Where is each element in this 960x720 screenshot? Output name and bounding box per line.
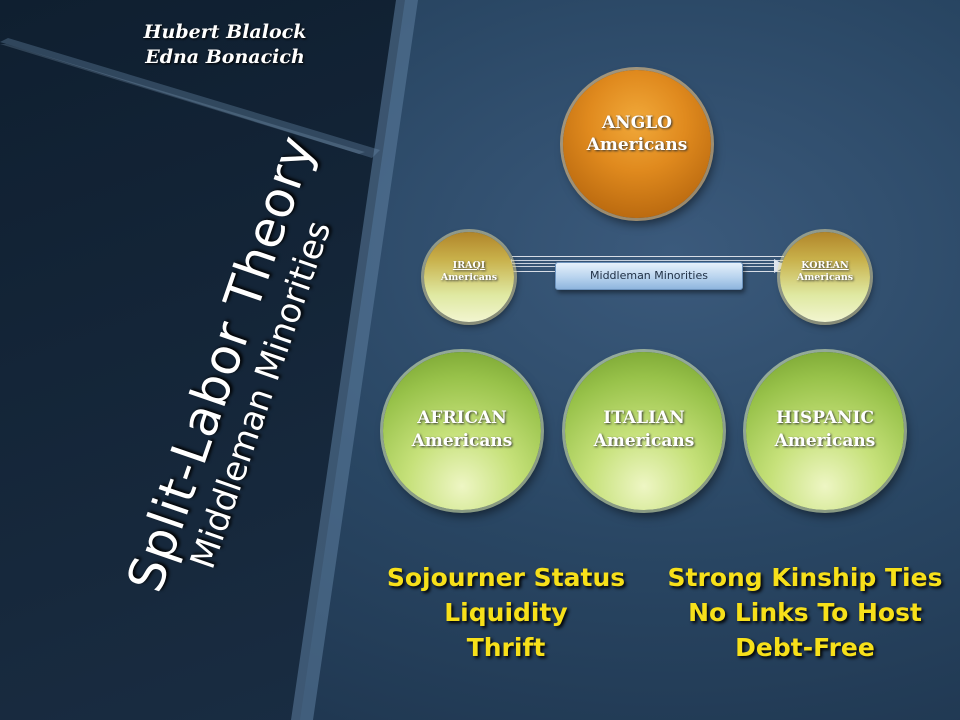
traits-list-left: Sojourner Status Liquidity Thrift (366, 560, 646, 665)
author-name: Edna Bonacich (145, 46, 305, 68)
trait-item: Debt-Free (735, 633, 875, 662)
authors: Hubert Blalock Edna Bonacich (110, 20, 340, 70)
circle-label-line1: ITALIAN (603, 408, 685, 428)
italian-americans-circle: ITALIAN Americans (565, 352, 723, 510)
trait-item: Strong Kinship Ties (667, 563, 943, 592)
circle-label-line2: Americans (796, 272, 854, 283)
middleman-minorities-label: Middleman Minorities (555, 262, 743, 290)
trait-item: Sojourner Status (386, 563, 626, 592)
traits-list-right: Strong Kinship Ties No Links To Host Deb… (650, 560, 960, 665)
circle-label-line2: Americans (593, 431, 695, 451)
hispanic-americans-circle: HISPANIC Americans (746, 352, 904, 510)
trait-item: No Links To Host (688, 598, 922, 627)
circle-label-line2: Americans (440, 272, 498, 283)
circle-label-line1: AFRICAN (417, 408, 507, 428)
author-name: Hubert Blalock (143, 21, 307, 43)
circle-label-line1: HISPANIC (775, 408, 875, 428)
rotated-title: Split-Labor Theory Middleman Minorities (116, 128, 363, 611)
circle-label-line1: ANGLO (601, 113, 672, 133)
slide-title-area: Split-Labor Theory Middleman Minorities (50, 128, 430, 599)
circle-label-line2: Americans (774, 431, 876, 451)
trait-item: Thrift (466, 633, 546, 662)
trait-item: Liquidity (444, 598, 568, 627)
circle-label-line1: KOREAN (801, 260, 849, 271)
connector-line (512, 260, 784, 261)
iraqi-americans-circle: IRAQI Americans (424, 232, 514, 322)
korean-americans-circle: KOREAN Americans (780, 232, 870, 322)
circle-label-line2: Americans (586, 135, 688, 155)
anglo-americans-circle: ANGLO Americans (563, 70, 711, 218)
circle-label-line1: IRAQI (452, 260, 486, 271)
african-americans-circle: AFRICAN Americans (383, 352, 541, 510)
circle-label-line2: Americans (411, 431, 513, 451)
